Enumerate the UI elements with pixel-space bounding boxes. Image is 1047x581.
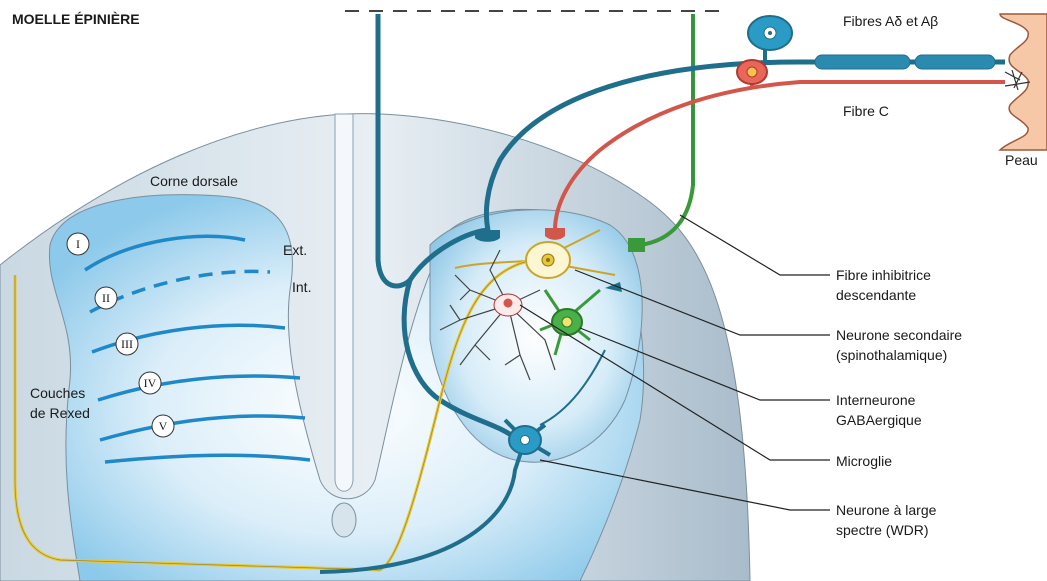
lamina-label: II xyxy=(102,291,110,305)
legend-inhibitory-fiber-line2: descendante xyxy=(836,287,916,303)
legend-wdr-line1: Neurone à large xyxy=(836,502,937,518)
legend-secondary-neuron-line1: Neurone secondaire xyxy=(836,327,962,343)
legend-wdr-line2: spectre (WDR) xyxy=(836,522,929,538)
legend-interneuron-line2: GABAergique xyxy=(836,412,922,428)
central-canal xyxy=(332,503,356,537)
lamina-label: I xyxy=(76,237,80,251)
int-label: Int. xyxy=(292,279,311,295)
red-terminal xyxy=(545,228,565,240)
legend-secondary-neuron-line2: (spinothalamique) xyxy=(836,347,947,363)
fibres-a-label: Fibres Aδ et Aβ xyxy=(843,13,938,29)
lamina-label: III xyxy=(121,337,133,351)
lamina-label: IV xyxy=(144,376,157,390)
myelin-sheath xyxy=(815,55,910,69)
myelin-sheath xyxy=(915,55,995,69)
legend-microglia: Microglie xyxy=(836,453,892,469)
lamina-label: V xyxy=(159,419,168,433)
legend-inhibitory-fiber-line1: Fibre inhibitrice xyxy=(836,267,931,283)
green-terminal xyxy=(628,238,645,252)
legend-interneuron-line1: Interneurone xyxy=(836,392,916,408)
rexed-label-line2: de Rexed xyxy=(30,405,90,421)
teal-terminal xyxy=(475,230,500,242)
dorsal-horn-label: Corne dorsale xyxy=(150,173,238,189)
skin-icon xyxy=(1000,14,1047,150)
fibre-c-label: Fibre C xyxy=(843,103,889,119)
skin-label: Peau xyxy=(1005,152,1038,168)
page-title: MOELLE ÉPINIÈRE xyxy=(12,11,140,27)
ext-label: Ext. xyxy=(283,242,307,258)
dorsal-median-septum xyxy=(335,114,353,491)
rexed-label-line1: Couches xyxy=(30,385,85,401)
